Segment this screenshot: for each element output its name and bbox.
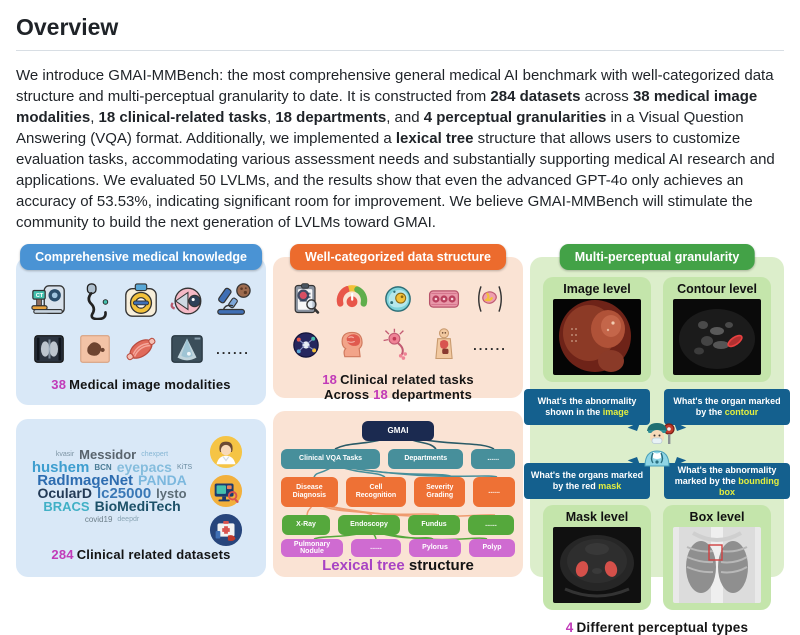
lexical-tree-caption: Lexical tree structure: [322, 557, 474, 574]
ellipsis-icon: ......: [473, 337, 507, 353]
xray-film-icon: [29, 329, 69, 369]
panel-header-granularity: Multi-perceptual granularity: [559, 244, 755, 270]
question-bubble-image: What's the abnormality shown in the imag…: [524, 389, 650, 425]
tree-node: Cell Recognition: [345, 477, 407, 507]
muscle-icon: [121, 329, 161, 369]
dataset-side-icons: [196, 433, 256, 547]
dataset-wordcloud: kvasir Messidor chexpert hushem BCN eyepacs Ki…: [28, 433, 196, 541]
panel-perceptual-granularity: Multi-perceptual granularity Image level: [524, 244, 790, 635]
wordcloud-word: BCN: [94, 463, 112, 472]
image-level-card: Image level: [543, 277, 651, 382]
wordcloud-word: BioMediTech: [94, 498, 181, 514]
contour-level-card: Contour level: [663, 277, 771, 382]
overview-figure: Comprehensive medical knowledge CT: [16, 243, 790, 635]
question-bubble-contour: What's the organ marked by the contour: [664, 389, 790, 425]
tree-node: Pulmonary Nodule: [281, 539, 343, 557]
panel-header-structure: Well-categorized data structure: [290, 244, 506, 270]
perceptual-types-count: 4: [565, 620, 574, 635]
ellipsis-icon: ......: [216, 341, 250, 357]
tree-node: Polyp: [469, 539, 515, 557]
skin-lesion-icon: [75, 329, 115, 369]
tasks-count: 18: [322, 372, 338, 387]
lexical-tree: GMAI Clinical VQA Tasks Departments ....…: [281, 421, 515, 557]
tree-node: ......: [473, 477, 515, 507]
wordcloud-word: deepdr: [117, 516, 140, 523]
tree-node: Departments: [388, 449, 464, 469]
question-bubble-mask: What's the organs marked by the red mask: [524, 463, 650, 499]
panel-header-knowledge: Comprehensive medical knowledge: [20, 244, 262, 270]
clipboard-search-icon: [286, 279, 326, 319]
intro-paragraph: We introduce GMAI-MMBench: the most comp…: [16, 67, 775, 231]
tree-node-root: GMAI: [362, 421, 434, 441]
departments-count: 18: [373, 387, 388, 402]
wordcloud-word: PANDA: [138, 472, 187, 488]
wordcloud-word: KiTS: [176, 464, 193, 471]
svg-text:CT: CT: [36, 293, 44, 299]
panel-medical-knowledge: Comprehensive medical knowledge CT: [16, 244, 266, 405]
tree-node: ......: [351, 539, 401, 557]
tree-node: ......: [471, 449, 515, 469]
wordcloud-word: OcularD: [37, 485, 92, 501]
readme-page: Overview We introduce GMAI-MMBench: the …: [0, 0, 800, 577]
endoscopy-image: [553, 299, 641, 375]
figure-column-3: Multi-perceptual granularity Image level: [524, 243, 790, 635]
panel-lexical-tree: GMAI Clinical VQA Tasks Departments ....…: [273, 411, 523, 577]
wordcloud-word: chexpert: [141, 451, 169, 458]
box-level-card: Box level: [663, 505, 771, 610]
question-bubble-box: What's the abnormality marked by the bou…: [664, 463, 790, 499]
cell-icon: [378, 279, 418, 319]
modality-icon-grid: CT ......: [16, 257, 266, 375]
wordcloud-word: RadImageNet: [37, 472, 134, 489]
xray-box-image: [673, 527, 761, 603]
panel-data-structure: Well-categorized data structure: [273, 244, 523, 402]
panel-clinical-datasets: kvasir Messidor chexpert hushem BCN eyepacs Ki…: [16, 419, 266, 577]
wordcloud-word: eyepacs: [116, 459, 172, 475]
wordcloud-word: lc25000: [96, 485, 152, 502]
eye-anatomy-icon: [167, 281, 207, 321]
anatomy-icon: [424, 325, 464, 365]
microscope-icon: [213, 281, 253, 321]
mask-level-card: Mask level: [543, 505, 651, 610]
wordcloud-word: covid19: [84, 515, 113, 524]
tree-node: Fundus: [408, 515, 460, 535]
ct-scanner-icon: CT: [29, 281, 69, 321]
contour-image: [673, 299, 761, 375]
wordcloud-word: Messidor: [79, 447, 137, 462]
doctor-avatar-icon: [209, 435, 243, 474]
gauge-icon: [332, 279, 372, 319]
doctor-icon: [644, 423, 675, 467]
wordcloud-word: hushem: [31, 459, 90, 476]
ct-gantry-icon: [121, 281, 161, 321]
datasets-count: 284: [51, 547, 74, 562]
tree-node: ......: [468, 515, 514, 535]
wordcloud-word: kvasir: [55, 451, 75, 458]
ultrasound-icon: [167, 329, 207, 369]
endoscope-icon: [75, 281, 115, 321]
tree-node: Disease Diagnosis: [281, 477, 338, 507]
tree-node: X-Ray: [282, 515, 330, 535]
wordcloud-word: lysto: [156, 486, 187, 501]
tree-node: Clinical VQA Tasks: [281, 449, 381, 469]
wordcloud-word: BRACS: [43, 499, 90, 514]
monitor-search-icon: [209, 474, 243, 513]
tree-node: Pylorus: [409, 539, 461, 557]
tissue-icon: [424, 279, 464, 319]
figure-column-2: Well-categorized data structure: [273, 243, 523, 577]
network-globe-icon: [286, 325, 326, 365]
medkit-icon: [209, 513, 243, 552]
mask-image: [553, 527, 641, 603]
tree-node: Severity Grading: [414, 477, 466, 507]
intestine-icon: [470, 279, 510, 319]
neuron-icon: [378, 325, 418, 365]
modalities-count: 38: [51, 377, 67, 392]
head-brain-icon: [332, 325, 372, 365]
task-icon-grid: ......: [273, 257, 523, 371]
page-title: Overview: [16, 14, 784, 51]
tree-node: Endoscopy: [338, 515, 400, 535]
figure-column-1: Comprehensive medical knowledge CT: [16, 243, 266, 577]
